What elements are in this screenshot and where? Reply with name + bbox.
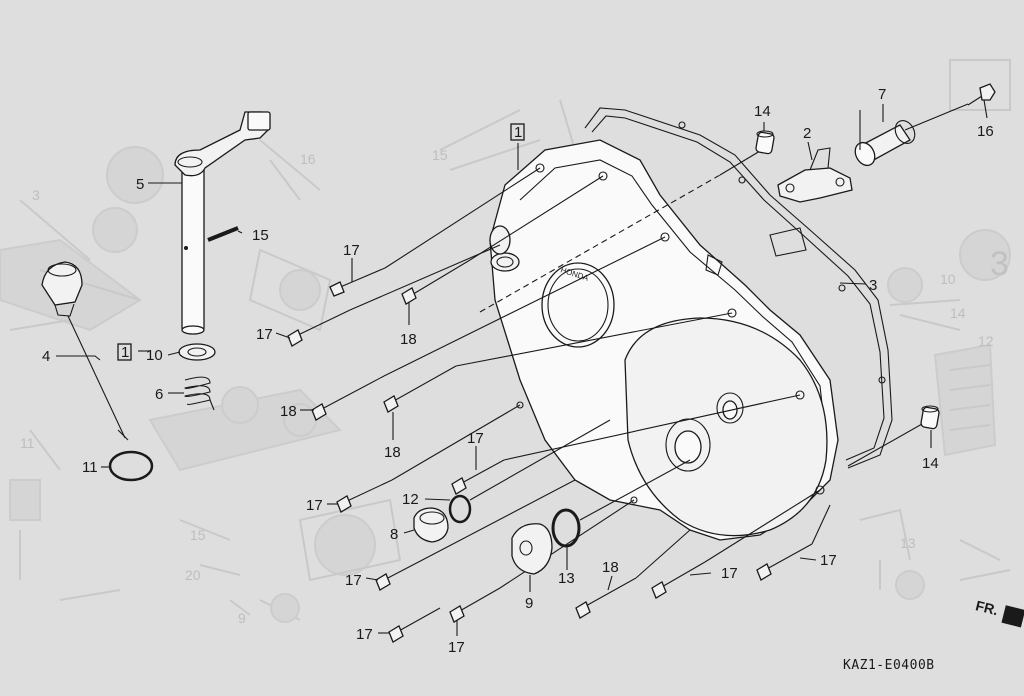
callout-8: 8 xyxy=(390,526,398,543)
ghost-label: 15 xyxy=(432,147,448,163)
callout-17: 17 xyxy=(345,572,362,589)
ghost-label: 15 xyxy=(190,527,206,543)
callout-3: 3 xyxy=(869,277,877,294)
o-ring-11 xyxy=(108,450,154,482)
callout-11: 11 xyxy=(82,459,98,476)
callout-18: 18 xyxy=(384,444,401,461)
bolt-leader-lines xyxy=(349,167,831,589)
oil-dipstick xyxy=(41,261,129,441)
callout-17: 17 xyxy=(467,430,484,447)
ghost-label: 9 xyxy=(238,610,246,626)
ghost-label: 3 xyxy=(990,245,1009,283)
dowel-pin-top xyxy=(755,130,775,155)
gearshift-spindle xyxy=(174,111,271,335)
bolt-16 xyxy=(967,83,996,106)
ghost-label: 12 xyxy=(978,333,994,349)
ghost-label: 11 xyxy=(20,435,35,451)
callout-17: 17 xyxy=(820,552,837,569)
callout-leaders xyxy=(56,99,988,636)
callout-5: 5 xyxy=(136,176,144,193)
spring-6 xyxy=(184,376,215,411)
callout-17: 17 xyxy=(356,626,373,643)
o-ring-12 xyxy=(448,494,472,524)
gasket xyxy=(584,107,893,469)
bolt-group xyxy=(287,259,813,643)
callout-2: 2 xyxy=(803,125,811,142)
callout-12: 12 xyxy=(402,491,419,508)
callout-17: 17 xyxy=(721,565,738,582)
box-label: 1 xyxy=(514,124,522,141)
box-label: 1 xyxy=(121,344,129,361)
callout-14-right: 14 xyxy=(922,455,939,472)
callout-18: 18 xyxy=(602,559,619,576)
o-ring-13 xyxy=(551,508,581,548)
pulse-generator-bracket xyxy=(777,147,853,203)
callout-17: 17 xyxy=(448,639,465,656)
washer-10 xyxy=(178,343,216,361)
callout-18: 18 xyxy=(280,403,297,420)
front-marker-label: FR. xyxy=(974,597,1000,618)
ghost-label: 10 xyxy=(940,271,956,287)
gasket-tab xyxy=(769,227,807,257)
callout-18: 18 xyxy=(400,331,417,348)
background-ghost-layer: 16 15 3 10 14 12 13 15 20 9 11 3 xyxy=(0,59,1011,626)
plug-cap-8 xyxy=(413,507,449,543)
ghost-label: 16 xyxy=(300,151,316,167)
callout-16: 16 xyxy=(977,123,994,140)
ghost-label: 14 xyxy=(950,305,966,321)
drawing-code: KAZ1-E0400B xyxy=(843,658,935,673)
ghost-label: 13 xyxy=(900,535,916,551)
right-crankcase-cover: HONDA xyxy=(489,139,839,541)
callout-17: 17 xyxy=(256,326,273,343)
callout-numbers: 5 15 4 10 6 11 14 2 7 16 3 14 17 17 18 1… xyxy=(42,86,994,656)
callout-4: 4 xyxy=(42,348,50,365)
callout-15: 15 xyxy=(252,227,269,244)
callout-13: 13 xyxy=(558,570,575,587)
callout-17: 17 xyxy=(306,497,323,514)
dowel-pin-right xyxy=(920,405,940,430)
boxed-ref-marker: 1 xyxy=(117,343,132,361)
callout-10: 10 xyxy=(146,347,163,364)
callout-17: 17 xyxy=(343,242,360,259)
ghost-label: 3 xyxy=(32,187,40,203)
pin-15 xyxy=(207,226,239,242)
front-direction-marker: FR. xyxy=(974,597,1024,628)
callout-9: 9 xyxy=(525,595,533,612)
callout-6: 6 xyxy=(155,386,163,403)
alignment-line xyxy=(479,174,721,313)
callout-14-top: 14 xyxy=(754,103,771,120)
plug-cap-9 xyxy=(511,523,553,575)
boxed-ref-marker: 1 xyxy=(510,123,525,141)
callout-7: 7 xyxy=(878,86,886,103)
ghost-label: 20 xyxy=(185,567,201,583)
oil-pipe xyxy=(854,120,916,167)
